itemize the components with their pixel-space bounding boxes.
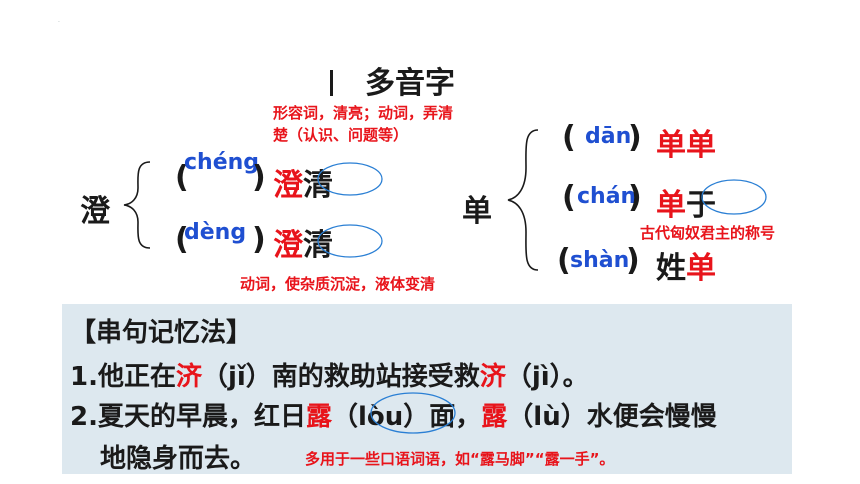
cheng-row1-close-paren: ) — [252, 160, 266, 195]
dan-row1-close-paren: ) — [628, 120, 642, 155]
memory-line2: 2.夏天的早晨，红日露（lòu）面，露（lù）水便会慢慢 — [70, 402, 717, 432]
memory-box — [62, 304, 792, 474]
cheng-row1-circle — [317, 162, 383, 196]
cheng-note-top: 形容词，清亮；动词，弄清 楚（认识、问题等） — [273, 102, 453, 146]
dan-row2-pinyin: chán — [577, 184, 637, 209]
memory-note: 多用于一些口语词语，如“露马脚”“露一手”。 — [305, 450, 615, 468]
memory-heading: 【串句记忆法】 — [70, 318, 253, 348]
cheng-row1-pinyin: chéng — [184, 150, 260, 175]
dan-row2-note: 古代匈奴君主的称号 — [640, 224, 776, 242]
cheng-row2-open-paren: ( — [175, 222, 189, 257]
dan-brace — [507, 129, 539, 271]
cheng-row1-word: 澄清 — [273, 168, 333, 203]
dan-row1-open-paren: ( — [562, 120, 576, 155]
lou-circle — [370, 392, 456, 434]
title-bar — [330, 70, 333, 96]
dan-row1-word: 单单 — [656, 128, 716, 163]
dan-row3-word: 姓单 — [656, 251, 716, 286]
cheng-row2-close-paren: ) — [252, 222, 266, 257]
cheng-row2-pinyin: dèng — [184, 220, 247, 245]
dan-row2-circle — [701, 179, 767, 215]
cheng-char: 澄 — [80, 194, 110, 229]
cheng-row1-open-paren: ( — [175, 160, 189, 195]
page-title: 多音字 — [330, 58, 455, 102]
cheng-note-top-line1: 形容词，清亮；动词，弄清 — [273, 104, 454, 122]
dan-row3-pinyin: shàn — [570, 248, 630, 273]
memory-line1: 1.他正在济（jǐ）南的救助站接受救济（jì）。 — [70, 362, 589, 392]
cheng-note-bottom: 动词，使杂质沉淀，液体变清 — [240, 275, 436, 293]
dan-row3-open-paren: ( — [557, 243, 571, 278]
cheng-brace — [123, 161, 151, 249]
cheng-note-top-line2: 楚（认识、问题等） — [273, 126, 409, 144]
dan-char: 单 — [462, 194, 492, 229]
dan-row1-pinyin: dān — [585, 124, 632, 149]
memory-line3: 地隐身而去。 — [100, 444, 257, 474]
dan-row2-open-paren: ( — [562, 180, 576, 215]
dan-row2-close-paren: ) — [628, 180, 642, 215]
cheng-row2-circle — [317, 224, 383, 258]
dan-row2-word: 单于 — [656, 188, 716, 223]
svg-text:·: · — [58, 19, 60, 26]
dan-row3-close-paren: ) — [626, 243, 640, 278]
cheng-row2-word: 澄清 — [273, 228, 333, 263]
